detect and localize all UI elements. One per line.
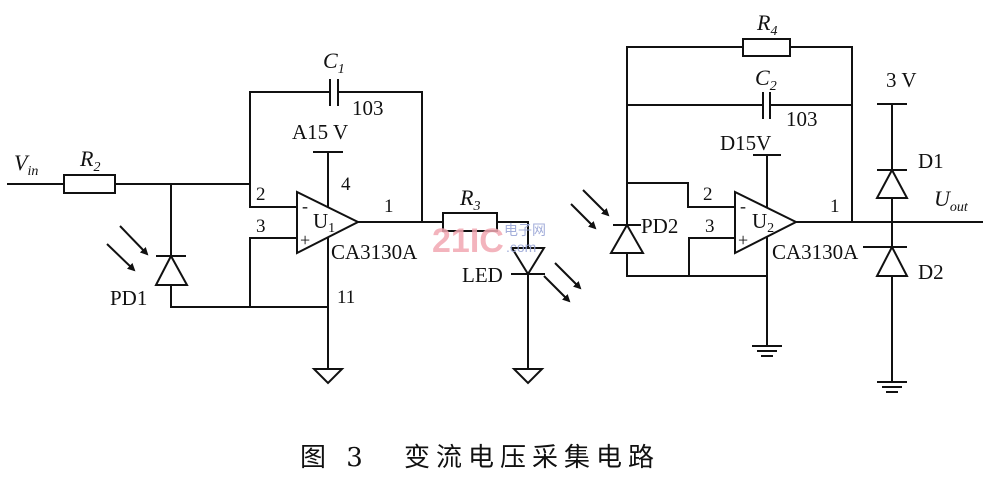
figure-caption: 图 3 变流电压采集电路 (300, 443, 660, 473)
c1-left-wire (249, 91, 331, 208)
uout-label: Uout (934, 186, 969, 215)
pd1-light-arrow-1 (119, 225, 149, 256)
watermark-brand: 21IC (432, 222, 504, 260)
pd1-light-arrow-2 (106, 243, 136, 272)
pd1-label: PD1 (110, 286, 147, 310)
r4-label: R4 (756, 10, 777, 39)
led-triangle (510, 247, 546, 276)
r3-label: R3 (459, 185, 480, 214)
u1-label: U1 (313, 209, 335, 236)
u2-pin-2: 2 (703, 184, 713, 205)
supply-a15v-label: A15 V (292, 120, 348, 144)
c1-label: C1 (323, 48, 345, 77)
watermark: 21IC 电子网 .com (432, 222, 546, 260)
u1-minus-sign: - (302, 196, 308, 216)
right-circuit: R4 C2 103 D15V 2 3 - + U2 CA3130A 1 Uout… (570, 10, 983, 393)
u2-pin-1: 1 (830, 196, 840, 217)
pd2-light-arrow-2 (570, 203, 597, 230)
u1-pin-4: 4 (341, 174, 351, 195)
led-label: LED (462, 263, 503, 287)
ground-icon-led (511, 368, 545, 385)
u1-part-number: CA3130A (331, 240, 418, 264)
u1-pin-3: 3 (256, 216, 266, 237)
pd2-light-arrow-1 (582, 189, 610, 217)
u1-pin-2: 2 (256, 184, 266, 205)
c1-right-wire (337, 91, 423, 223)
u2-label: U2 (752, 209, 774, 236)
vin-label: Vin (14, 150, 38, 179)
u2-noninv-wire (688, 237, 736, 277)
u1-pin-11: 11 (337, 287, 355, 308)
d2-label: D2 (918, 260, 944, 284)
u2-plus-sign: + (738, 230, 748, 250)
u2-minus-sign: - (740, 196, 746, 216)
u2-pin-3: 3 (705, 216, 715, 237)
pd2-bottom-wire (626, 252, 768, 277)
u2-part-number: CA3130A (772, 240, 859, 264)
u2-inv-wire (626, 182, 736, 208)
clamp-supply-3v-label: 3 V (886, 68, 917, 92)
ground-icon-clamp (877, 381, 907, 393)
c2-value: 103 (786, 107, 818, 131)
u1-plus-sign: + (300, 230, 310, 250)
pd1-bottom-wire (170, 284, 329, 308)
photodiode-pd1 (154, 253, 189, 286)
caption-number: 图 3 (300, 443, 369, 473)
r3-to-led-wire (496, 221, 529, 249)
led-emission-arrow-2 (543, 275, 571, 303)
diode-d2 (875, 244, 909, 277)
c1-value: 103 (352, 96, 384, 120)
c2-label: C2 (755, 65, 777, 94)
watermark-domain: .com (506, 239, 536, 255)
resistor-r2 (63, 174, 116, 194)
d1-label: D1 (918, 149, 944, 173)
r2-label: R2 (79, 146, 100, 175)
led-emission-arrow-1 (554, 262, 582, 290)
ground-icon-u2 (752, 345, 782, 357)
u1-noninv-wire (249, 237, 298, 308)
caption-title: 变流电压采集电路 (404, 443, 660, 473)
left-circuit: Vin R2 C1 103 A15 V 4 2 3 - + U1 CA3130A… (7, 48, 582, 385)
watermark-cn: 电子网 (504, 222, 546, 238)
pd2-label: PD2 (641, 214, 678, 238)
ground-icon-u1 (311, 368, 345, 385)
supply-d15v-label: D15V (720, 131, 771, 155)
photodiode-pd2 (609, 222, 645, 254)
resistor-r4 (742, 38, 791, 57)
opamp-u2 (734, 190, 799, 255)
diode-d1 (875, 167, 909, 199)
r4-right-wire (789, 46, 853, 223)
u1-pin-1: 1 (384, 196, 394, 217)
